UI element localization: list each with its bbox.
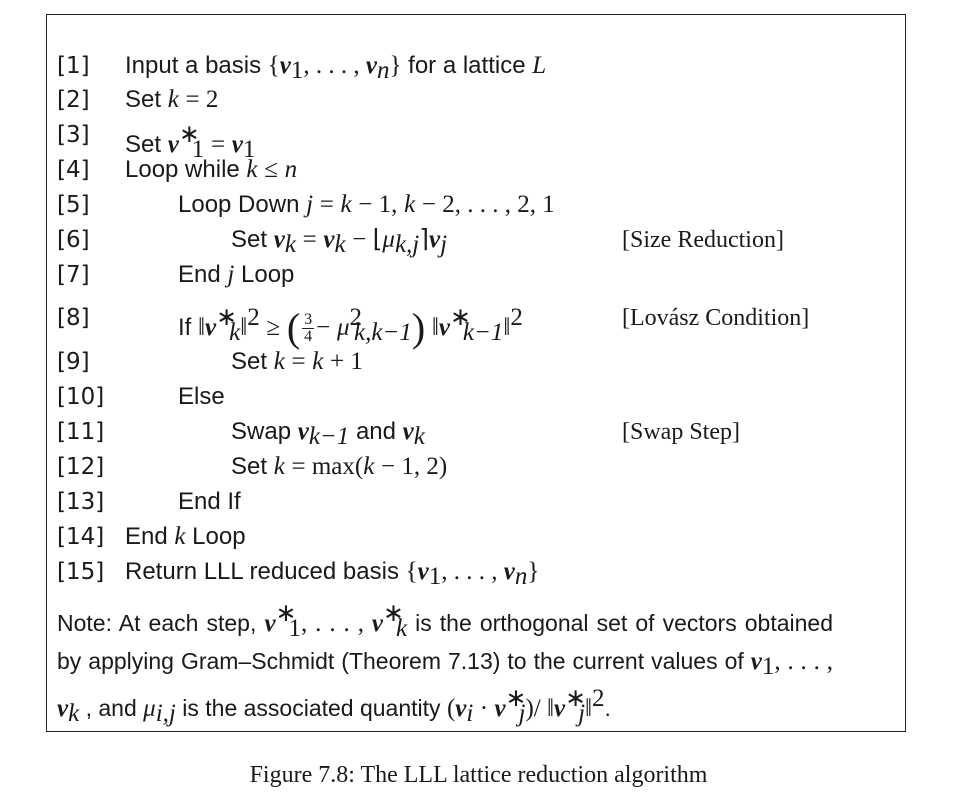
step-text: End k Loop	[125, 523, 246, 550]
step-text: Loop while k ≤ n	[125, 156, 298, 183]
algorithm-note: Note: At each step, v∗1, . . . , v∗k is …	[57, 600, 834, 727]
step-text: Set v∗1 = v1	[125, 121, 256, 163]
algorithm-box: [1] Input a basis {v1, . . . , vn} for a…	[46, 14, 906, 732]
step-text: Input a basis {v1, . . . , vn} for a lat…	[125, 52, 547, 84]
step-text: End j Loop	[178, 261, 295, 288]
step-number: [3]	[57, 122, 90, 148]
step-number: [2]	[57, 87, 90, 113]
step-text: Else	[178, 383, 225, 410]
step-text: Set vk = vk − ⌊μk,j⌉vj	[231, 226, 448, 258]
step-number: [4]	[57, 157, 90, 183]
step-text: Set k = max(k − 1, 2)	[231, 453, 448, 480]
step-number: [9]	[57, 349, 90, 375]
step-number: [7]	[57, 262, 90, 288]
step-number: [12]	[57, 454, 105, 480]
step-number: [8]	[57, 305, 90, 331]
step-number: [11]	[57, 419, 105, 445]
step-number: [10]	[57, 384, 105, 410]
step-text: Set k = k + 1	[231, 348, 363, 375]
step-number: [5]	[57, 192, 90, 218]
step-text: Set k = 2	[125, 86, 219, 113]
step-comment: [Swap Step]	[622, 419, 740, 445]
step-text: Return LLL reduced basis {v1, . . . , vn…	[125, 558, 540, 590]
step-number: [1]	[57, 53, 90, 79]
step-comment: [Lovász Condition]	[622, 305, 810, 331]
step-text: End If	[178, 488, 241, 515]
step-number: [15]	[57, 559, 105, 585]
step-text: Swap vk−1 and vk	[231, 418, 425, 450]
step-text: Loop Down j = k − 1, k − 2, . . . , 2, 1	[178, 191, 555, 218]
step-number: [13]	[57, 489, 105, 515]
step-number: [14]	[57, 524, 105, 550]
step-comment: [Size Reduction]	[622, 227, 784, 253]
step-number: [6]	[57, 227, 90, 253]
figure-caption: Figure 7.8: The LLL lattice reduction al…	[249, 762, 708, 788]
